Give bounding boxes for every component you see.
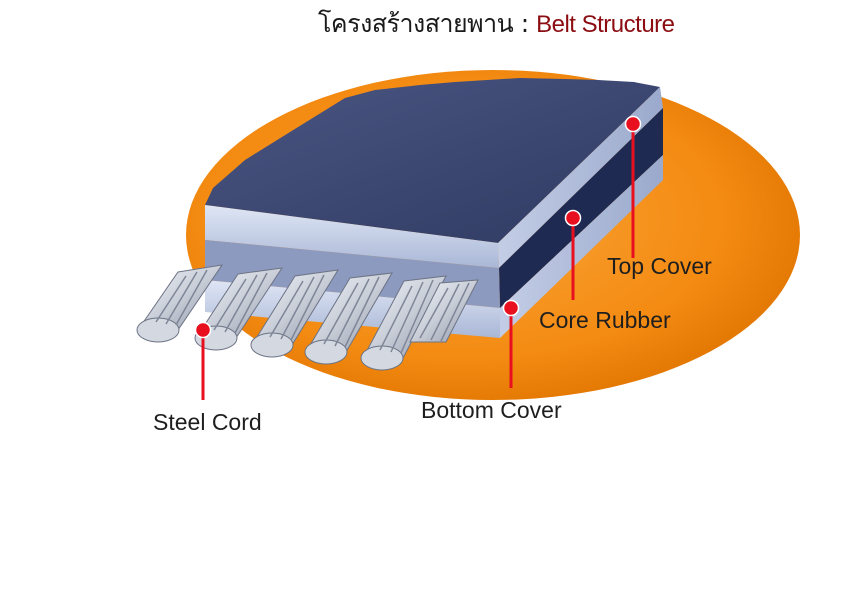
marker-core-rubber (564, 209, 582, 227)
marker-bottom-cover (502, 299, 520, 317)
core-rubber-side (499, 108, 663, 308)
steel-cord-6 (409, 279, 479, 343)
belt-block (205, 78, 663, 338)
steel-cord-5 (360, 275, 447, 371)
callout-steel-cord (194, 321, 212, 400)
steel-cord-3 (250, 269, 339, 358)
top-surface (205, 78, 660, 243)
label-steel-cord: Steel Cord (153, 409, 262, 435)
steel-cords (136, 264, 479, 371)
label-bottom-cover: Bottom Cover (421, 397, 562, 423)
title-separator: : (513, 9, 537, 38)
callout-top-cover (624, 115, 642, 258)
label-top-cover: Top Cover (607, 253, 712, 279)
callout-core-rubber (564, 209, 582, 300)
steel-cord-1 (136, 264, 224, 343)
title-english: Belt Structure (536, 11, 675, 38)
title-thai: โครงสร้างสายพาน (318, 9, 514, 38)
bottom-cover-side (500, 155, 663, 338)
callout-bottom-cover (502, 299, 520, 388)
steel-cord-4 (304, 272, 393, 365)
top-cover-side (498, 87, 663, 268)
page-title: โครงสร้างสายพาน : Belt Structure (318, 4, 738, 44)
top-cover-front (205, 205, 499, 268)
marker-top-cover (624, 115, 642, 133)
marker-steel-cord (194, 321, 212, 339)
label-core-rubber: Core Rubber (539, 307, 671, 333)
steel-cord-2 (194, 267, 284, 351)
